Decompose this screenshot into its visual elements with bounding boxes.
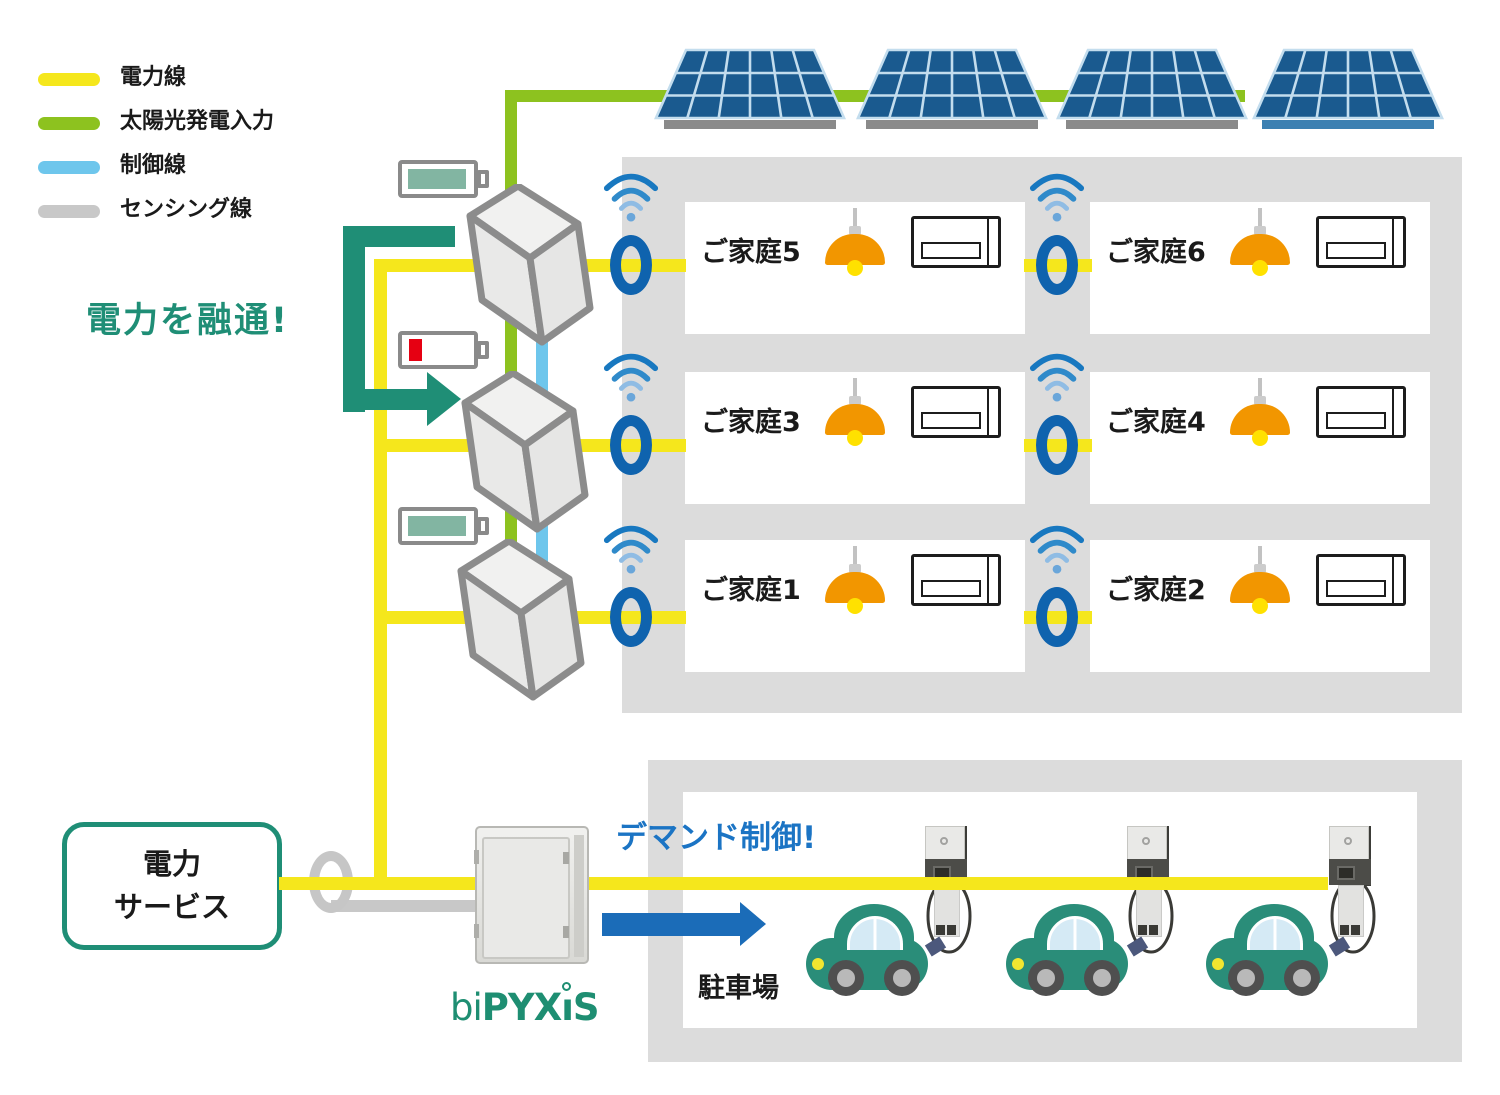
wifi-icon [603, 353, 659, 402]
power-service-line1: 電力 [142, 847, 201, 881]
current-sensor-ring [610, 235, 652, 295]
home-label: ご家庭4 [1106, 407, 1206, 438]
solar-panel [1252, 48, 1444, 129]
enclosure-door [482, 837, 570, 959]
wheel [828, 960, 864, 996]
air-conditioner-icon [1316, 386, 1406, 438]
power-line-swatch [38, 73, 100, 86]
logo-compass-dot [562, 982, 572, 991]
ev-car [800, 902, 940, 997]
pendant-lamp-icon [1228, 546, 1292, 626]
sensing-line-horizontal [331, 900, 481, 912]
current-sensor-ring [610, 587, 652, 647]
wheel [1284, 960, 1320, 996]
ev-charger [1328, 824, 1377, 964]
storage-unit-box [466, 184, 594, 346]
solar-panel [654, 48, 846, 129]
headlight [812, 958, 824, 970]
power-line-vertical-left [374, 262, 387, 884]
current-sensor-ring [1036, 235, 1078, 295]
home-label: ご家庭6 [1106, 237, 1206, 268]
wifi-icon [1029, 525, 1085, 574]
wifi-icon [1029, 353, 1085, 402]
legend-label-power: 電力線 [120, 65, 187, 90]
pendant-lamp-icon [823, 378, 887, 458]
current-sensor-ring [610, 415, 652, 475]
power-line-bottom [279, 877, 1328, 890]
demand-control-text: デマンド制御! [616, 820, 817, 856]
solar-panel [856, 48, 1048, 129]
battery-full-icon [398, 160, 489, 198]
pendant-lamp-icon [1228, 378, 1292, 458]
home-card-3: ご家庭3 [685, 372, 1025, 504]
battery-full-icon [398, 507, 489, 545]
wheel [1084, 960, 1120, 996]
legend-label-control: 制御線 [120, 153, 187, 178]
current-sensor-ring [1036, 415, 1078, 475]
ev-car [1200, 902, 1340, 997]
demand-control-arrow [602, 902, 766, 946]
storage-unit-box [461, 371, 589, 533]
solar-panel [1056, 48, 1248, 129]
solar-input-line-swatch [38, 117, 100, 130]
control-line-swatch [38, 161, 100, 174]
ev-car [1000, 902, 1140, 997]
air-conditioner-icon [911, 386, 1001, 438]
home-label: ご家庭1 [701, 575, 801, 606]
battery-low-icon [398, 331, 489, 369]
air-conditioner-icon [1316, 216, 1406, 268]
home-card-5: ご家庭5 [685, 202, 1025, 334]
wheel [1228, 960, 1264, 996]
headlight [1212, 958, 1224, 970]
legend-label-solar: 太陽光発電入力 [120, 109, 275, 134]
home-label: ご家庭3 [701, 407, 801, 438]
air-conditioner-icon [911, 216, 1001, 268]
legend-label-sensing: センシング線 [120, 197, 253, 222]
battery-charge-level [408, 169, 466, 189]
bipyxis-controller-box [474, 826, 589, 964]
battery-terminal [477, 341, 489, 359]
storage-unit-box [457, 539, 585, 701]
home-label: ご家庭2 [1106, 575, 1206, 606]
battery-charge-level [409, 339, 422, 361]
parking-lot-label: 駐車場 [698, 973, 779, 1004]
home-label: ご家庭5 [701, 237, 801, 268]
power-service-box: 電力 サービス [62, 822, 282, 950]
wifi-icon [1029, 173, 1085, 222]
pendant-lamp-icon [1228, 208, 1292, 288]
home-card-2: ご家庭2 [1090, 540, 1430, 672]
home-card-4: ご家庭4 [1090, 372, 1430, 504]
battery-terminal [477, 170, 489, 188]
battery-charge-level [408, 516, 466, 536]
headlight [1012, 958, 1024, 970]
home-card-6: ご家庭6 [1090, 202, 1430, 334]
wheel [1028, 960, 1064, 996]
power-sharing-arrow [343, 226, 461, 426]
pendant-lamp-icon [823, 546, 887, 626]
wifi-icon [603, 173, 659, 222]
air-conditioner-icon [911, 554, 1001, 606]
current-sensor-ring [1036, 587, 1078, 647]
battery-terminal [477, 517, 489, 535]
home-card-1: ご家庭1 [685, 540, 1025, 672]
power-service-line2: サービス [113, 890, 230, 924]
pendant-lamp-icon [823, 208, 887, 288]
power-sharing-text: 電力を融通! [86, 301, 289, 341]
air-conditioner-icon [1316, 554, 1406, 606]
sensing-line-swatch [38, 205, 100, 218]
wifi-icon [603, 525, 659, 574]
wheel [884, 960, 920, 996]
